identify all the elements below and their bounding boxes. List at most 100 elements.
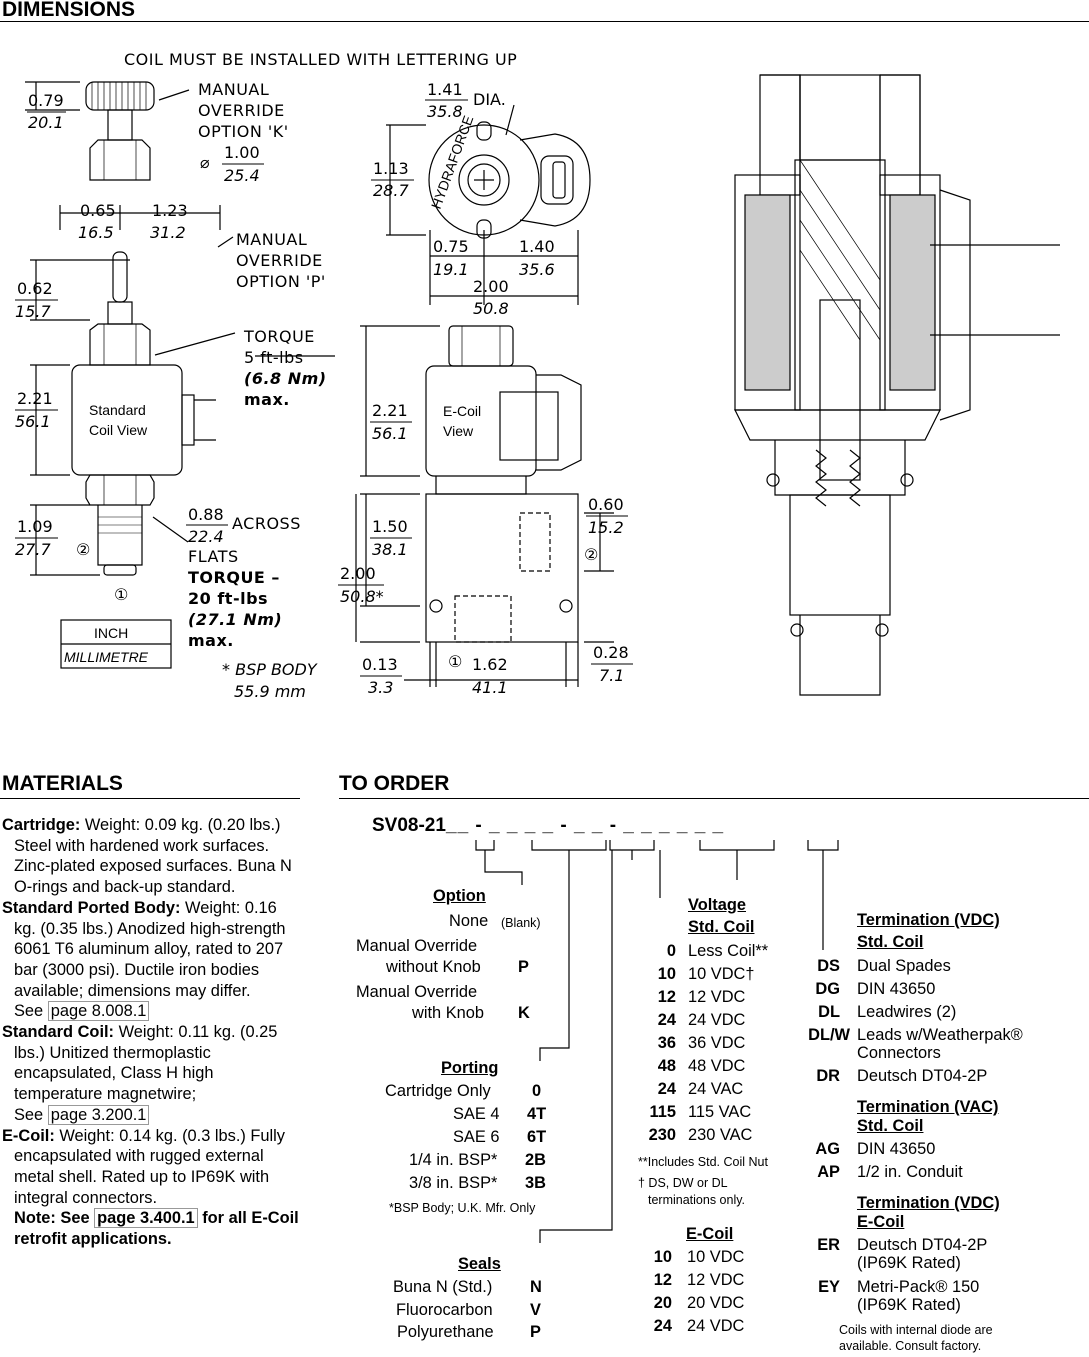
voltage-row-5-label: 48 VDC <box>688 1057 746 1075</box>
materials-section: Cartridge: Weight: 0.09 kg. (0.20 lbs.) … <box>2 815 302 1250</box>
porting-row-2-code: 6T <box>527 1128 547 1146</box>
term-vdc-row-1-label: DIN 43650 <box>857 980 936 998</box>
term-vdc-row-4-code: DR <box>816 1067 840 1085</box>
ecoil-row-0-code: 10 <box>653 1248 672 1266</box>
ecoil-row-3-label: 24 VDC <box>687 1317 745 1335</box>
term-vac-subtitle: Std. Coil <box>857 1117 924 1135</box>
dimensions-rule <box>0 21 1089 22</box>
bsp-mm: 55.9 mm <box>234 682 306 701</box>
term-ecoil-row-0-label2: (IP69K Rated) <box>857 1254 961 1272</box>
dim-100: 1.00 <box>224 143 260 162</box>
porting-row-3-code: 2B <box>525 1151 546 1169</box>
voltage-row-4-code: 36 <box>657 1034 676 1052</box>
dim-221b: 2.21 <box>372 401 408 420</box>
dim-191: 19.1 <box>433 260 469 279</box>
dim-165: 16.5 <box>78 223 114 242</box>
term-vdc-row-2-code: DL <box>818 1003 840 1021</box>
voltage-note1: **Includes Std. Coil Nut <box>638 1155 768 1169</box>
override-p-line2: OVERRIDE <box>236 251 323 270</box>
term-ecoil-subtitle: E-Coil <box>857 1213 905 1231</box>
voltage-row-5-code: 48 <box>657 1057 676 1075</box>
dim-060: 0.60 <box>588 495 624 514</box>
material-body: Standard Ported Body: Weight: 0.16 kg. (… <box>2 898 302 1022</box>
voltage-note2a: † DS, DW or DL <box>638 1176 728 1190</box>
dim-561b: 56.1 <box>372 424 408 443</box>
dim-356: 35.6 <box>519 260 555 279</box>
option-p-code: P <box>518 958 529 976</box>
term-vac-title: Termination (VAC) <box>857 1098 999 1116</box>
model-code-blanks: __ - _ _ _ _ - _ _ - _ _ _ _ _ _ <box>446 815 725 836</box>
term-vdc-row-2-label: Leadwires (2) <box>857 1003 957 1021</box>
port-1-body: ① <box>448 652 462 671</box>
torque2-metric: (27.1 Nm) <box>188 610 282 629</box>
torque1: 5 ft-lbs <box>244 348 304 367</box>
override-p-line3: OPTION 'P' <box>236 272 326 291</box>
millimetre-label: MILLIMETRE <box>64 649 149 665</box>
voltage-note2b: terminations only. <box>648 1193 746 1207</box>
torque-label: TORQUE <box>243 327 315 346</box>
materials-rule <box>0 798 300 799</box>
torque1-max: max. <box>244 390 290 409</box>
dim-224: 22.4 <box>188 527 224 546</box>
porting-row-1-label: SAE 4 <box>453 1105 500 1123</box>
voltage-row-3-code: 24 <box>657 1011 676 1029</box>
voltage-row-8-label: 230 VAC <box>688 1126 753 1144</box>
ecoil-label: E-Coil: <box>2 1126 55 1145</box>
diode-note-line1: Coils with internal diode are <box>839 1323 993 1337</box>
term-vdc-title: Termination (VDC) <box>857 911 1000 929</box>
dimensions-heading: DIMENSIONS <box>2 0 136 21</box>
dim-200b: 2.00 <box>340 564 376 583</box>
ported-body <box>425 493 579 643</box>
dim-381: 38.1 <box>372 540 408 559</box>
dim-33: 3.3 <box>368 678 393 697</box>
dim-358: 35.8 <box>427 102 463 121</box>
term-vdc-subtitle: Std. Coil <box>857 933 924 951</box>
option-p-label1: Manual Override <box>356 937 478 955</box>
ecoil-text: Weight: 0.14 kg. (0.3 lbs.) Fully encaps… <box>14 1126 285 1207</box>
dim-062: 0.62 <box>17 279 53 298</box>
term-vdc-row-1-code: DG <box>815 980 840 998</box>
voltage-row-7-label: 115 VAC <box>688 1103 752 1121</box>
voltage-row-0-label: Less Coil** <box>688 942 769 960</box>
body-page-link[interactable]: page 8.008.1 <box>47 1001 150 1022</box>
option-p-label2: without Knob <box>386 958 481 976</box>
porting-row-4-label: 3/8 in. BSP* <box>409 1174 498 1192</box>
to-order-rule <box>339 798 1089 799</box>
standard-coil-label2: Coil View <box>89 422 148 438</box>
dimensions-drawing: COIL MUST BE INSTALLED WITH LETTERING UP… <box>15 50 1060 701</box>
option-k-label1: Manual Override <box>356 983 478 1001</box>
option-k-label2: with Knob <box>412 1004 484 1022</box>
to-order-heading: TO ORDER <box>339 772 450 795</box>
coil-nut <box>89 139 151 181</box>
seals-row-2-code: P <box>530 1323 541 1341</box>
dim-312: 31.2 <box>150 223 186 242</box>
dim-508a: 50.8 <box>473 299 509 318</box>
voltage-row-1-code: 10 <box>657 965 676 983</box>
dim-079: 0.79 <box>28 91 64 110</box>
ecoil-row-1-label: 12 VDC <box>687 1271 745 1289</box>
torque2: 20 ft-lbs <box>188 589 268 608</box>
seals-row-1-code: V <box>530 1301 541 1319</box>
bsp-body-note: * BSP BODY <box>222 660 318 679</box>
dim-113: 1.13 <box>373 159 409 178</box>
ecoil-row-2-label: 20 VDC <box>687 1294 745 1312</box>
dim-200a: 2.00 <box>473 277 509 296</box>
model-code: SV08-21 <box>372 815 446 836</box>
dim-508b: 50.8* <box>340 587 384 606</box>
voltage-row-0-code: 0 <box>666 942 676 960</box>
option-none-label: None <box>449 912 489 930</box>
seals-row-0-label: Buna N (Std.) <box>393 1278 493 1296</box>
material-cartridge: Cartridge: Weight: 0.09 kg. (0.20 lbs.) … <box>2 815 302 898</box>
dim-075: 0.75 <box>433 237 469 256</box>
term-vdc-row-0-code: DS <box>817 957 840 975</box>
voltage-title: Voltage <box>688 896 746 914</box>
ecoil-note: Note: See <box>14 1209 95 1228</box>
override-k-line2: OVERRIDE <box>198 101 285 120</box>
valve-cross-section <box>734 74 1060 696</box>
ecoil-row-0-label: 10 VDC <box>687 1248 745 1266</box>
porting-note: *BSP Body; U.K. Mfr. Only <box>389 1201 536 1215</box>
ecoil-page-link[interactable]: page 3.400.1 <box>94 1208 198 1229</box>
term-ecoil-row-0-code: ER <box>817 1236 840 1254</box>
coil-page-link[interactable]: page 3.200.1 <box>47 1104 150 1125</box>
